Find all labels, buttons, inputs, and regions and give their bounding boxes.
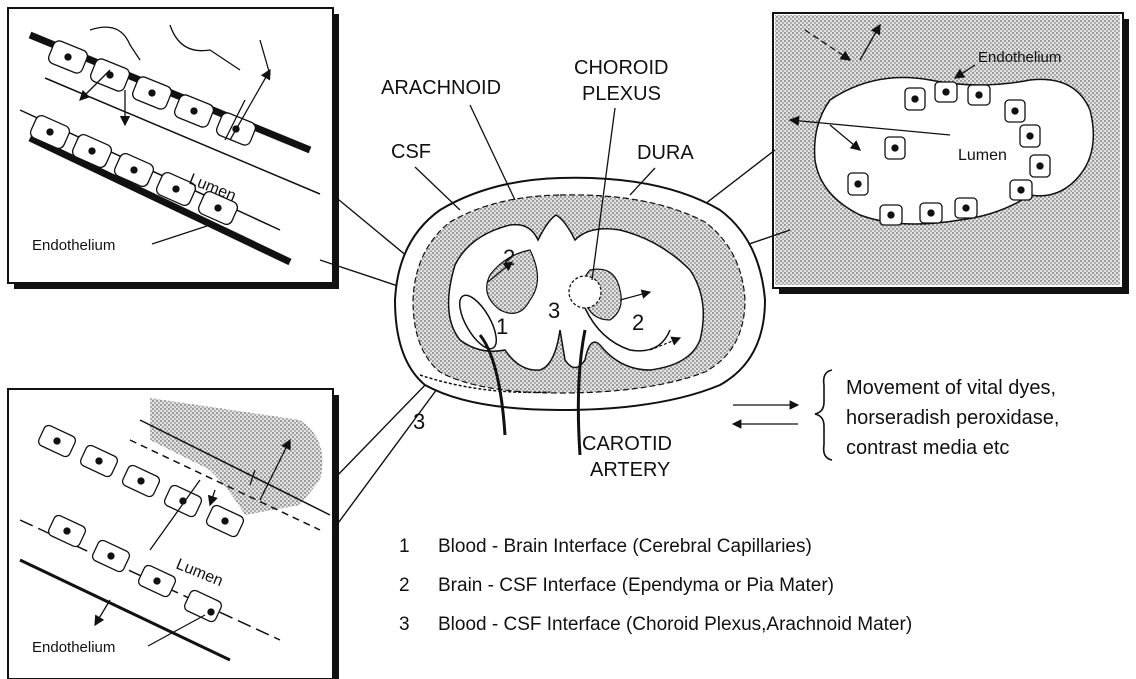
legend-text-1: Blood - Brain Interface (Cerebral Capill…: [438, 536, 812, 557]
legend-num-2: 2: [399, 575, 410, 596]
inset-cerebral-capillary: Lumen Endothelium: [8, 8, 339, 289]
endothelium-label-arachnoid: Endothelium: [32, 639, 115, 656]
interface-number-1: 1: [496, 314, 508, 339]
legend-text-2: Brain - CSF Interface (Ependyma or Pia M…: [438, 575, 834, 596]
legend-num-1: 1: [399, 536, 410, 557]
lumen-label-choroid: Lumen: [958, 147, 1007, 164]
carotid-label-line1: CAROTID: [582, 433, 672, 455]
inset-choroid-plexus: Endothelium Lumen: [773, 13, 1129, 294]
brain-cross-section: 1 2 3 2 3: [395, 178, 765, 455]
choroid-label-line2: PLEXUS: [582, 83, 661, 105]
interface-legend: 1 Blood - Brain Interface (Cerebral Capi…: [399, 536, 912, 635]
interface-number-3-center: 3: [548, 298, 560, 323]
choroid-plexus: [569, 276, 601, 308]
inset-arachnoid: Lumen Endothelium: [8, 389, 339, 679]
movement-line3: contrast media etc: [846, 437, 1009, 459]
movement-line2: horseradish peroxidase,: [846, 407, 1059, 429]
endothelium-label-capillary: Endothelium: [32, 237, 115, 254]
curly-brace: [815, 370, 832, 460]
dura-label: DURA: [637, 142, 694, 164]
legend-num-3: 3: [399, 614, 410, 635]
choroid-label-line1: CHOROID: [574, 57, 668, 79]
carotid-label-line2: ARTERY: [590, 459, 670, 481]
interface-number-2-left: 2: [503, 245, 515, 270]
csf-label: CSF: [391, 141, 431, 163]
endothelium-label-choroid: Endothelium: [978, 49, 1061, 66]
interface-number-3-outer: 3: [413, 409, 425, 434]
movement-note: Movement of vital dyes, horseradish pero…: [733, 370, 1059, 460]
legend-text-3: Blood - CSF Interface (Choroid Plexus,Ar…: [438, 614, 912, 635]
arachnoid-label: ARACHNOID: [381, 77, 501, 99]
movement-line1: Movement of vital dyes,: [846, 377, 1056, 399]
interface-number-2-right: 2: [632, 310, 644, 335]
